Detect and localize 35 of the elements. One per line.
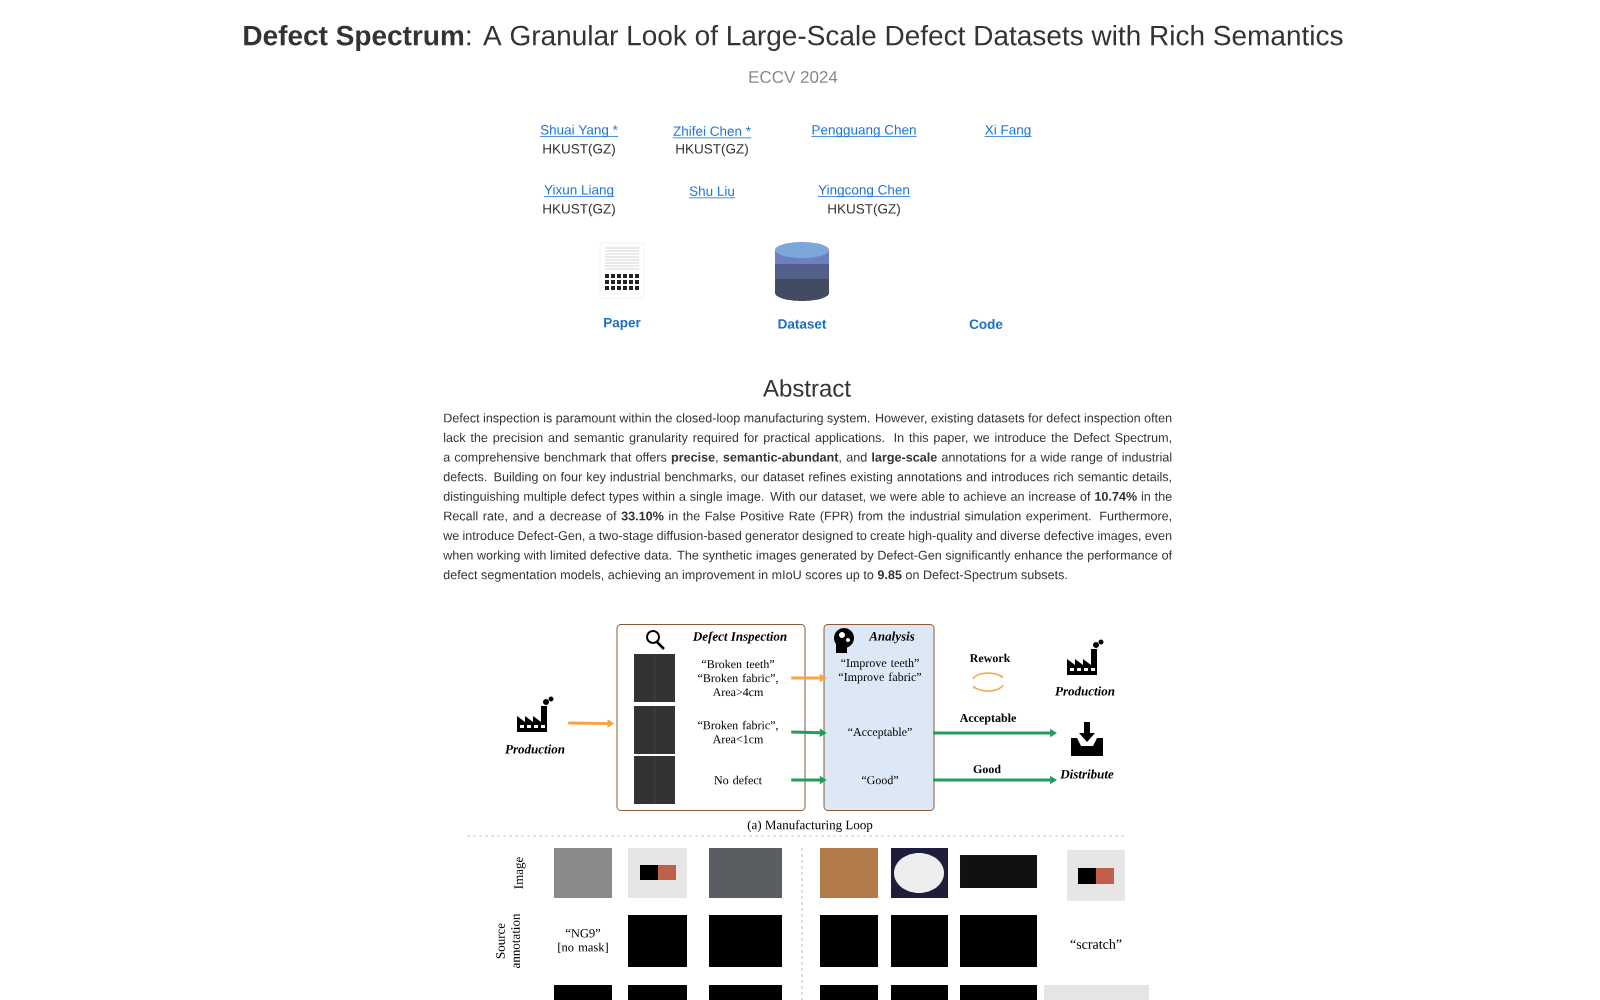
- icon-caption: Distribute: [1060, 769, 1114, 779]
- affiliation-text: HKUST(GZ): [828, 203, 900, 217]
- affiliation-text: HKUST(GZ): [543, 203, 615, 217]
- author-link: Yingcong Chen: [817, 184, 911, 198]
- section-heading: Abstract: [763, 379, 851, 397]
- annotation-text: “NG9” [no mask]: [558, 929, 608, 953]
- author-link: Shu Liu: [688, 186, 736, 199]
- author-link: Zhifei Chen *: [672, 126, 752, 139]
- row-header: Image: [514, 857, 526, 889]
- author-link: Yixun Liang: [543, 184, 615, 198]
- resource-link: Code: [969, 319, 1003, 329]
- abstract-paragraph: Defect inspection is paramount within the closed-loop manufacturing system. However, existing datasets for defect inspection often lack the precision and semantic granularity required for practical applications. In this paper, we introduce the Defect Spectrum, a comprehensive benchmark that offers precise, semantic-abundant, and large-scale annotations for a wide range of industrial defects. Building on four key industrial benchmarks, our dataset refines existing annotations and introduces rich semantic details, distinguishing multiple defect types within a single image. With our dataset, we were able to achieve an increase of 10.74% in the Recall rate, and a decrease of 33.10% in the False Positive Rate (FPR) from the industrial simulation experiment. Furthermore, we introduce Defect-Gen, a two-stage diffusion-based generator designed to create high-quality and diverse defective images, even when working with limited defective data. The synthetic images generated by Defect-Gen significantly enhance the performance of defect segmentation models, achieving an improvement in mIoU scores up to 9.85 on Defect-Spectrum subsets.: [443, 413, 1173, 582]
- resource-link: Paper: [604, 317, 641, 331]
- node-text: “Good”: [861, 775, 899, 785]
- author-link: Pengguang Chen: [810, 124, 918, 138]
- node-text: “Improve teeth” “Improve fabric”: [838, 658, 922, 684]
- icon-caption: Production: [505, 744, 565, 754]
- icon-caption: Production: [1055, 686, 1115, 696]
- annotation-text: “scratch”: [1070, 939, 1122, 949]
- node-text: “Acceptable”: [848, 727, 912, 739]
- page-title: Defect Spectrum: A Granular Look of Large-Scale Defect Datasets with Rich Semantics: [244, 24, 1343, 52]
- row-header: Source annotation: [496, 913, 520, 968]
- node-text: “Broken fabric”, Area<1cm: [698, 720, 778, 744]
- affiliation-text: HKUST(GZ): [543, 143, 615, 157]
- author-link: Xi Fang: [984, 124, 1032, 138]
- figure-caption: (a) Manufacturing Loop: [747, 820, 873, 832]
- rework-label: Rework: [969, 653, 1011, 663]
- author-link: Shuai Yang *: [539, 124, 619, 138]
- node-text: No defect: [714, 775, 762, 785]
- venue-text: ECCV 2024: [749, 71, 838, 83]
- node-text: “Broken teeth” “Broken fabric”, Area>4cm: [698, 659, 778, 697]
- edge-label: Acceptable: [958, 712, 1018, 726]
- resource-link: Dataset: [778, 319, 827, 329]
- edge-label: Good: [972, 763, 1002, 775]
- affiliation-text: HKUST(GZ): [676, 143, 748, 157]
